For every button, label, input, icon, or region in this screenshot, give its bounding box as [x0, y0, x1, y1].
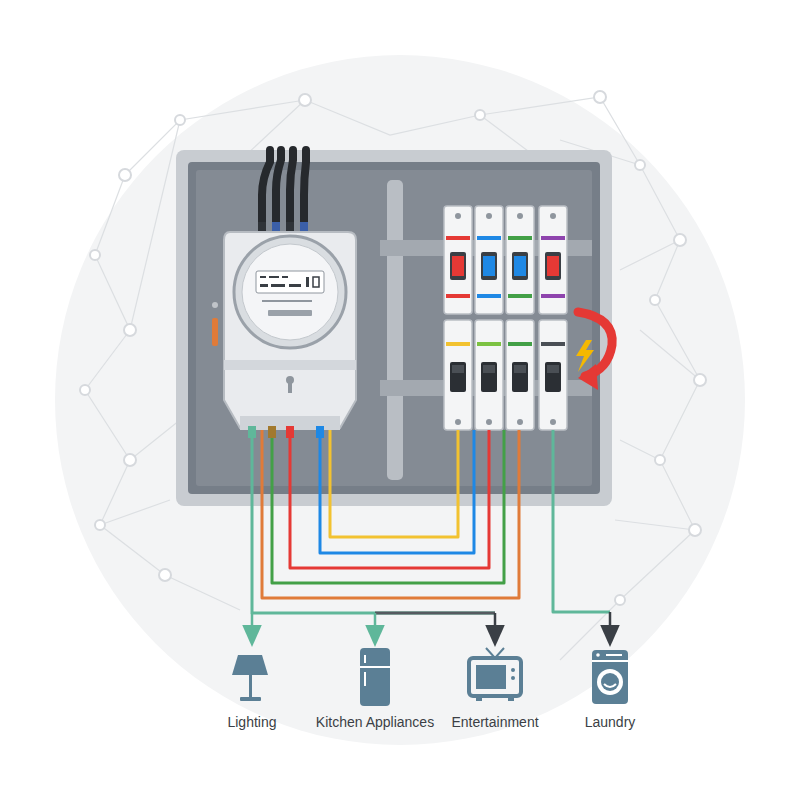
appliance-label: Kitchen Appliances: [316, 713, 434, 731]
energy-meter: [224, 232, 356, 430]
din-rail-vertical: [387, 180, 403, 480]
fridge-icon: [360, 648, 390, 706]
drop-arrows: [252, 612, 610, 637]
meter-terminals: [248, 426, 324, 438]
network-dots: [80, 91, 706, 605]
washer-icon: [592, 650, 628, 704]
panel-frame: [176, 150, 612, 506]
network-lines: [85, 97, 700, 660]
wires: [252, 430, 610, 613]
background-circle: [55, 55, 745, 745]
appliance-label: Laundry: [585, 713, 636, 731]
breaker-bank: [444, 206, 567, 430]
appliance-label: Entertainment: [451, 713, 538, 731]
panel-backplate: [196, 170, 592, 486]
lamp-icon: [232, 655, 268, 701]
tv-icon: [469, 648, 521, 701]
trip-arrow: [576, 312, 612, 390]
panel-interior: [188, 162, 600, 494]
appliance-label: Lighting: [227, 713, 276, 731]
incoming-cables: [258, 150, 308, 232]
panel-lock: [212, 302, 218, 346]
